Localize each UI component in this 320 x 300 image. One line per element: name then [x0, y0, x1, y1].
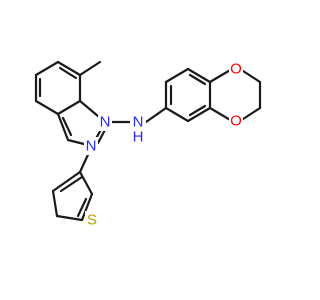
atom-s-thiophene: S	[85, 211, 99, 229]
atom-o-upper: O	[229, 60, 243, 78]
molecule-diagram: N N N H O O S	[34, 60, 262, 229]
svg-text:N: N	[100, 114, 111, 131]
atom-n-bridge: N	[98, 113, 112, 131]
benzene-ring	[164, 67, 212, 123]
atom-n-ring: N	[84, 137, 98, 155]
svg-text:N: N	[86, 138, 97, 155]
svg-text:S: S	[87, 212, 97, 229]
methyl-group	[78, 60, 102, 77]
dioxane-ring	[208, 67, 262, 123]
pyridine-ring	[34, 60, 82, 116]
thiophene-ring	[51, 144, 94, 222]
svg-text:N: N	[133, 114, 144, 131]
svg-text:O: O	[230, 113, 242, 130]
svg-text:H: H	[133, 129, 144, 146]
atom-o-lower: O	[229, 112, 243, 130]
structure-drawing: N N N H O O S	[34, 60, 262, 229]
svg-text:O: O	[230, 61, 242, 78]
atom-nh-amine: N H	[130, 113, 146, 146]
